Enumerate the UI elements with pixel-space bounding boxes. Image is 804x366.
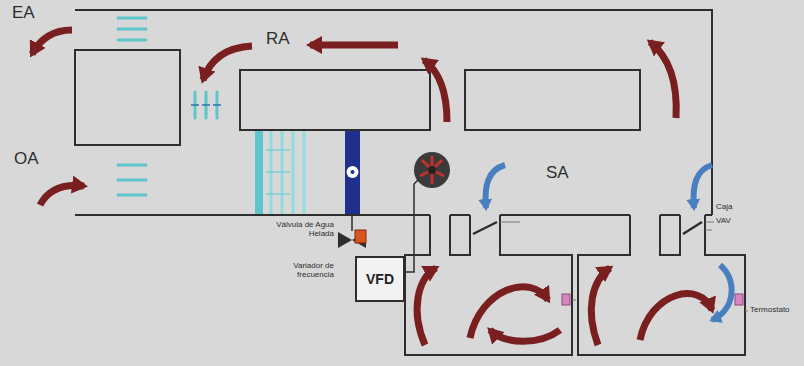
box-text: VFD [366, 271, 394, 287]
outside-air-label: OA [14, 150, 39, 169]
return-air-label: RA [266, 30, 290, 49]
supply-air-label: SA [546, 164, 569, 183]
valve-label: Válvula de Agua Helada [262, 221, 334, 239]
exhaust-air-label: EA [12, 4, 35, 23]
vav-box-label: Caja [716, 203, 732, 212]
thermostat-label: Termostato [750, 306, 790, 315]
vav-box-label: VAV [716, 217, 731, 226]
drive-label: Variador de frecuencia [262, 262, 334, 280]
vfd-box: VFD [355, 256, 405, 302]
